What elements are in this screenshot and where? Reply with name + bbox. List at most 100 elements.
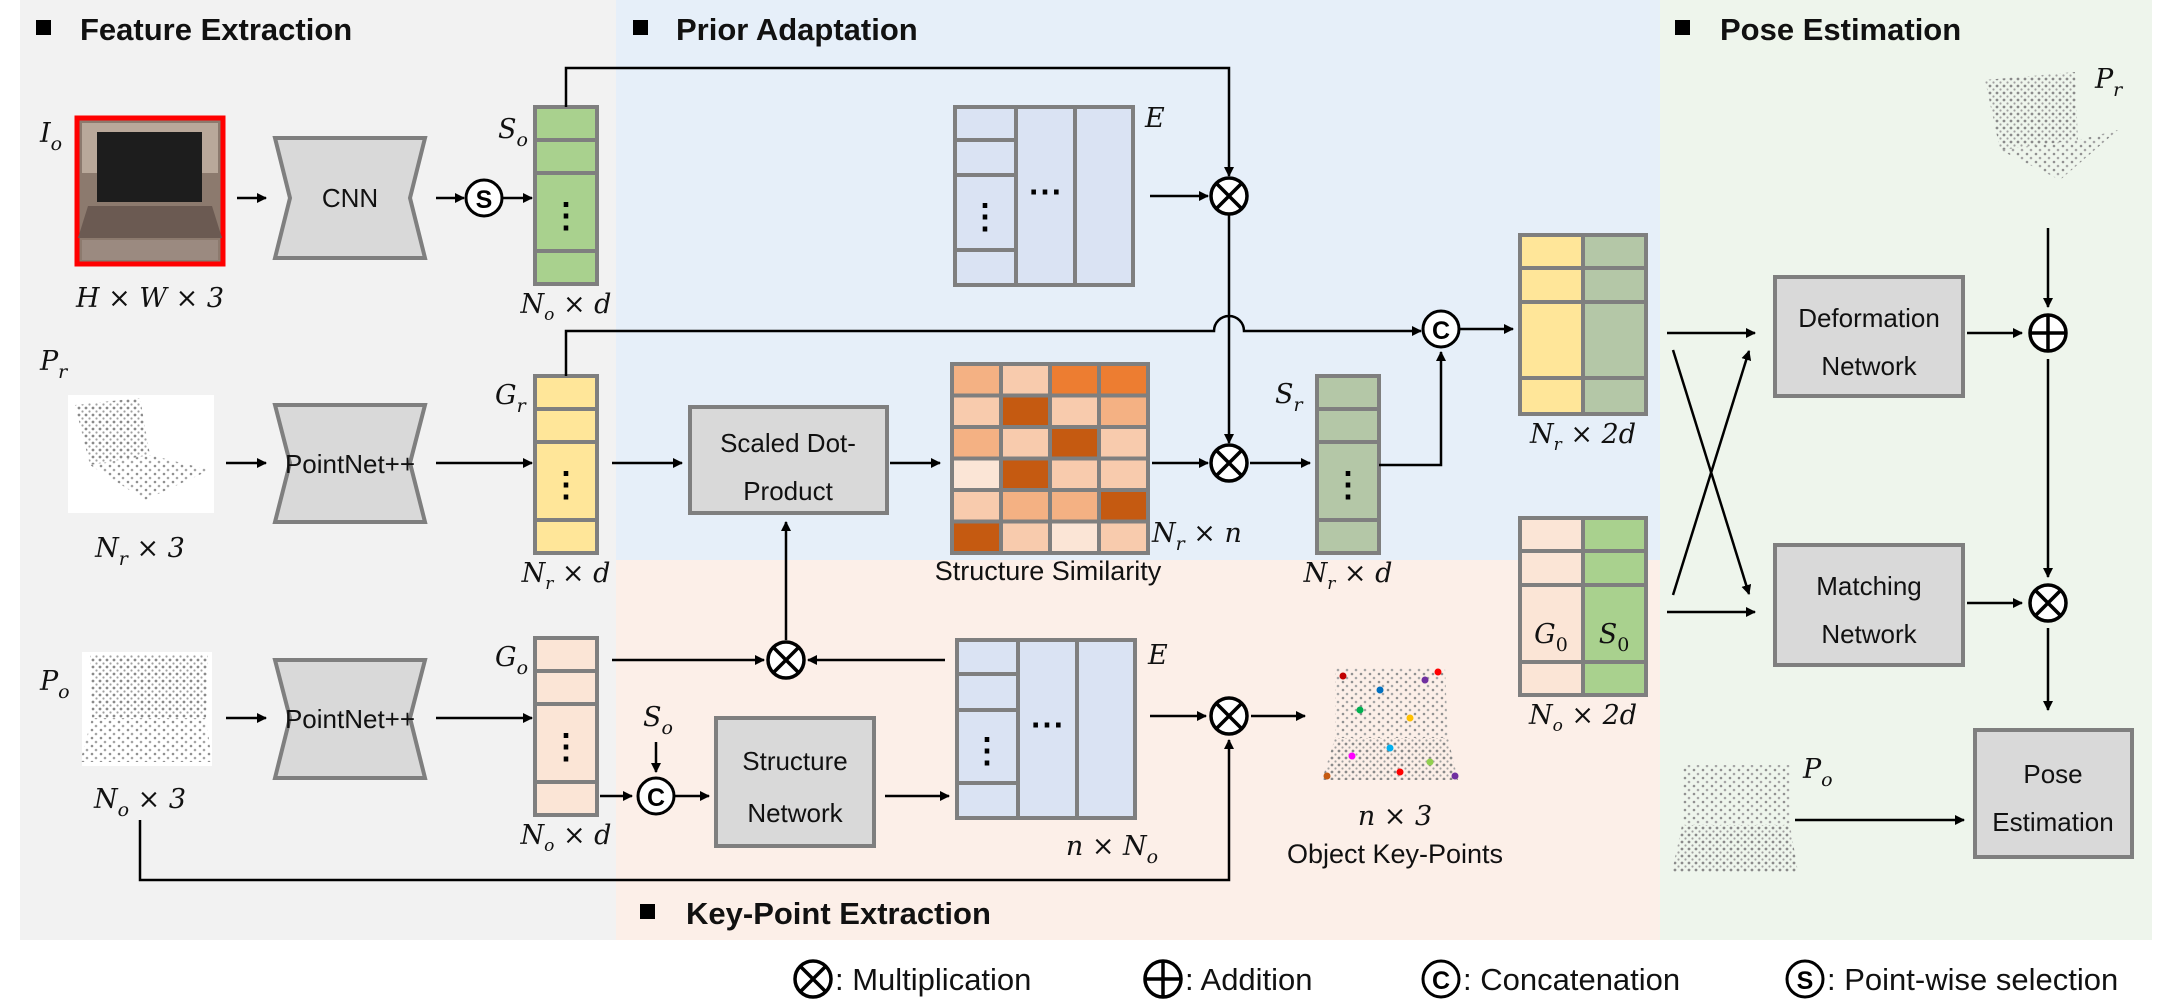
pointnet-encoder-prior: PointNet++ xyxy=(272,403,428,524)
concat-top-dims: Nr × 2d xyxy=(1529,419,1636,455)
pose-pr-label: Pr xyxy=(2094,64,2124,101)
po-label: Po xyxy=(39,666,70,703)
section-bullet xyxy=(640,904,655,919)
image-dims: H × W × 3 xyxy=(75,283,224,314)
svg-text:C: C xyxy=(1432,967,1450,995)
vdots: ⋮ xyxy=(1331,466,1365,504)
heatmap-cell xyxy=(1101,366,1146,394)
e-bottom-label: E xyxy=(1147,640,1168,671)
heatmap-cell xyxy=(954,397,999,425)
pose-po-label: Po xyxy=(1802,754,1833,791)
cnn-encoder: CNN xyxy=(272,136,428,260)
go-feature-column xyxy=(533,636,599,817)
legend-selection: : Point-wise selection xyxy=(1827,962,2118,997)
so-dims: No × d xyxy=(520,289,612,325)
svg-text:PointNet++: PointNet++ xyxy=(285,449,415,479)
heatmap-cell xyxy=(954,460,999,488)
legend-selection-icon: S xyxy=(1785,959,1825,999)
pose-prior-point-cloud xyxy=(1985,72,2118,180)
concat-feature-top xyxy=(1518,233,1648,416)
heatmap-cell xyxy=(954,429,999,457)
vdots: ⋮ xyxy=(549,197,583,235)
s0-label: S0 xyxy=(1599,619,1630,656)
e-top-label: E xyxy=(1144,103,1165,134)
section-title-keypoint-extraction: Key-Point Extraction xyxy=(686,896,991,931)
concat-feature-bottom xyxy=(1518,516,1648,697)
pointnet-encoder-observed: PointNet++ xyxy=(272,658,428,780)
section-bullet xyxy=(633,20,648,35)
concat-bottom-dims: No × 2d xyxy=(1528,700,1637,736)
image-label: Io xyxy=(39,118,62,155)
svg-text:Network: Network xyxy=(747,798,843,828)
heatmap-cell xyxy=(1052,366,1097,394)
heatmap-cell xyxy=(1003,460,1048,488)
section-title-feature-extraction: Feature Extraction xyxy=(80,12,352,47)
svg-text:CNN: CNN xyxy=(322,183,378,213)
pr-dims: Nr × 3 xyxy=(94,533,185,570)
sim-dims: Nr × n xyxy=(1151,518,1242,555)
e-bottom-dims: n × No xyxy=(1066,831,1158,868)
svg-text:Network: Network xyxy=(1821,619,1917,649)
kp-caption: Object Key-Points xyxy=(1287,839,1503,869)
svg-text:C: C xyxy=(1432,317,1450,345)
legend-multiplication-icon xyxy=(793,959,833,999)
heatmap-border xyxy=(950,362,1150,555)
so2-label: So xyxy=(643,702,673,739)
g0-label: G0 xyxy=(1534,619,1568,656)
addition-symbol-pose xyxy=(2028,313,2068,353)
gr-label: Gr xyxy=(495,380,528,417)
svg-text:Pose: Pose xyxy=(2023,759,2082,789)
pose-estimation-box: Pose Estimation xyxy=(1973,728,2134,859)
svg-text:Matching: Matching xyxy=(1816,571,1922,601)
multiply-symbol-similarity xyxy=(1209,443,1249,483)
so-feature-column xyxy=(533,105,599,286)
pose-observed-point-cloud xyxy=(1672,765,1798,872)
embedding-matrix-bottom xyxy=(955,638,1137,820)
svg-text:Product: Product xyxy=(743,476,833,506)
section-title-pose-estimation: Pose Estimation xyxy=(1720,12,1961,47)
pointwise-selection-symbol: S xyxy=(464,178,504,218)
legend-addition: : Addition xyxy=(1185,962,1313,997)
svg-text:S: S xyxy=(476,186,493,214)
section-bullet xyxy=(1675,20,1690,35)
sr-feature-column xyxy=(1315,374,1381,555)
svg-text:PointNet++: PointNet++ xyxy=(285,704,415,734)
heatmap-cell xyxy=(1101,397,1146,425)
prior-point-cloud xyxy=(68,395,214,513)
hdots: ⋯ xyxy=(1030,706,1064,744)
vdots: ⋮ xyxy=(968,198,1002,236)
observed-point-cloud xyxy=(80,652,212,766)
multiply-symbol-structure xyxy=(766,640,806,680)
legend-addition-icon xyxy=(1143,959,1183,999)
object-keypoints-cloud xyxy=(1322,668,1459,780)
legend: : Multiplication : Addition C : Concaten… xyxy=(793,959,2118,999)
multiply-symbol-pose xyxy=(2028,583,2068,623)
legend-concatenation-icon: C xyxy=(1421,959,1461,999)
pr-label: Pr xyxy=(39,346,69,383)
matching-network-box: Matching Network xyxy=(1773,543,1965,667)
vdots: ⋮ xyxy=(549,728,583,766)
legend-multiplication: : Multiplication xyxy=(835,962,1031,997)
sim-caption: Structure Similarity xyxy=(935,556,1162,586)
section-bullet xyxy=(36,20,51,35)
heatmap-cell xyxy=(1101,429,1146,457)
heatmap-cell xyxy=(1052,429,1097,457)
heatmap-cell xyxy=(1101,492,1146,520)
heatmap-cell xyxy=(954,366,999,394)
po-dims: No × 3 xyxy=(93,784,186,821)
heatmap-cell xyxy=(1052,523,1097,551)
multiply-symbol-keypoint xyxy=(1209,696,1249,736)
heatmap-cell xyxy=(954,492,999,520)
heatmap-cell xyxy=(1052,397,1097,425)
legend-concatenation: : Concatenation xyxy=(1463,962,1680,997)
gr-feature-column xyxy=(533,374,599,555)
input-image xyxy=(74,115,226,267)
deformation-network-box: Deformation Network xyxy=(1773,275,1965,398)
section-title-prior-adaptation: Prior Adaptation xyxy=(676,12,918,47)
scaled-dot-product-box: Scaled Dot- Product xyxy=(688,405,889,515)
gr-dims: Nr × d xyxy=(521,558,611,594)
structure-similarity-heatmap xyxy=(950,362,1150,555)
kp-dims: n × 3 xyxy=(1358,801,1432,832)
vdots: ⋮ xyxy=(970,732,1004,770)
heatmap-cell xyxy=(1101,523,1146,551)
